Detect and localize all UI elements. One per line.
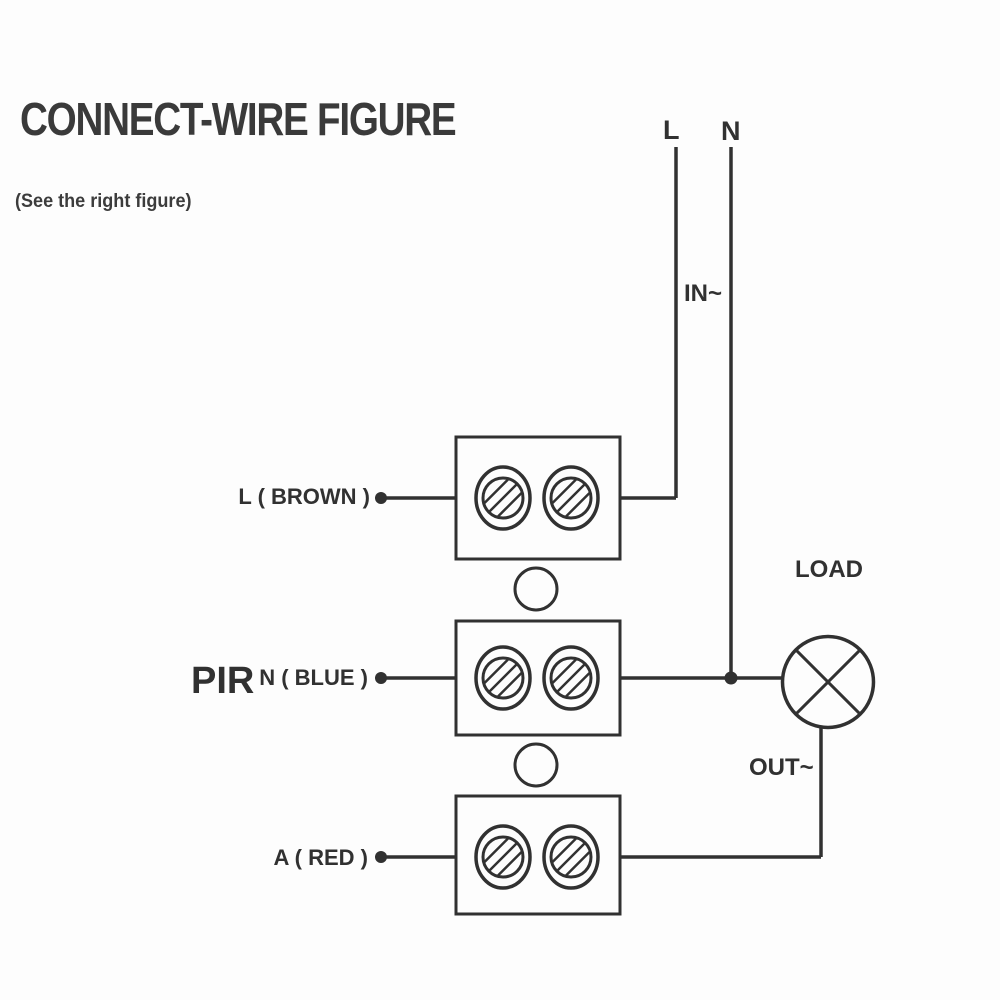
lamp-symbol — [780, 634, 876, 730]
red-lead-dot — [375, 851, 387, 863]
live-label: L — [663, 115, 680, 145]
screw-terminal — [542, 824, 600, 890]
wire-label-blue: N ( BLUE ) — [259, 665, 368, 690]
load-wires — [620, 676, 823, 859]
wire-label-red: A ( RED ) — [273, 845, 368, 870]
screw-terminal — [542, 465, 600, 531]
supply-wires — [620, 147, 733, 678]
screw-terminal — [474, 465, 532, 531]
lamp-cross-line — [794, 648, 862, 716]
neutral-junction-dot — [724, 671, 738, 685]
out-label: OUT~ — [749, 754, 814, 781]
blue-lead-dot — [375, 672, 387, 684]
wire-label-brown: L ( BROWN ) — [238, 484, 370, 509]
screw-terminal — [474, 824, 532, 890]
diagram-title: CONNECT-WIRE FIGURE — [20, 93, 457, 145]
block-connector-circle-bottom — [513, 742, 559, 788]
screw-terminal — [474, 645, 532, 711]
load-label: LOAD — [795, 556, 863, 583]
in-label: IN~ — [684, 280, 723, 307]
screw-terminal — [542, 645, 600, 711]
neutral-label: N — [721, 116, 741, 146]
connection-dots — [375, 492, 738, 863]
lead-wires — [381, 496, 456, 859]
brown-lead-dot — [375, 492, 387, 504]
screw-terminals — [474, 465, 600, 890]
diagram-subtitle: (See the right figure) — [15, 191, 192, 212]
pir-device-label: PIR — [191, 660, 255, 702]
block-connector-circle-top — [513, 566, 559, 612]
